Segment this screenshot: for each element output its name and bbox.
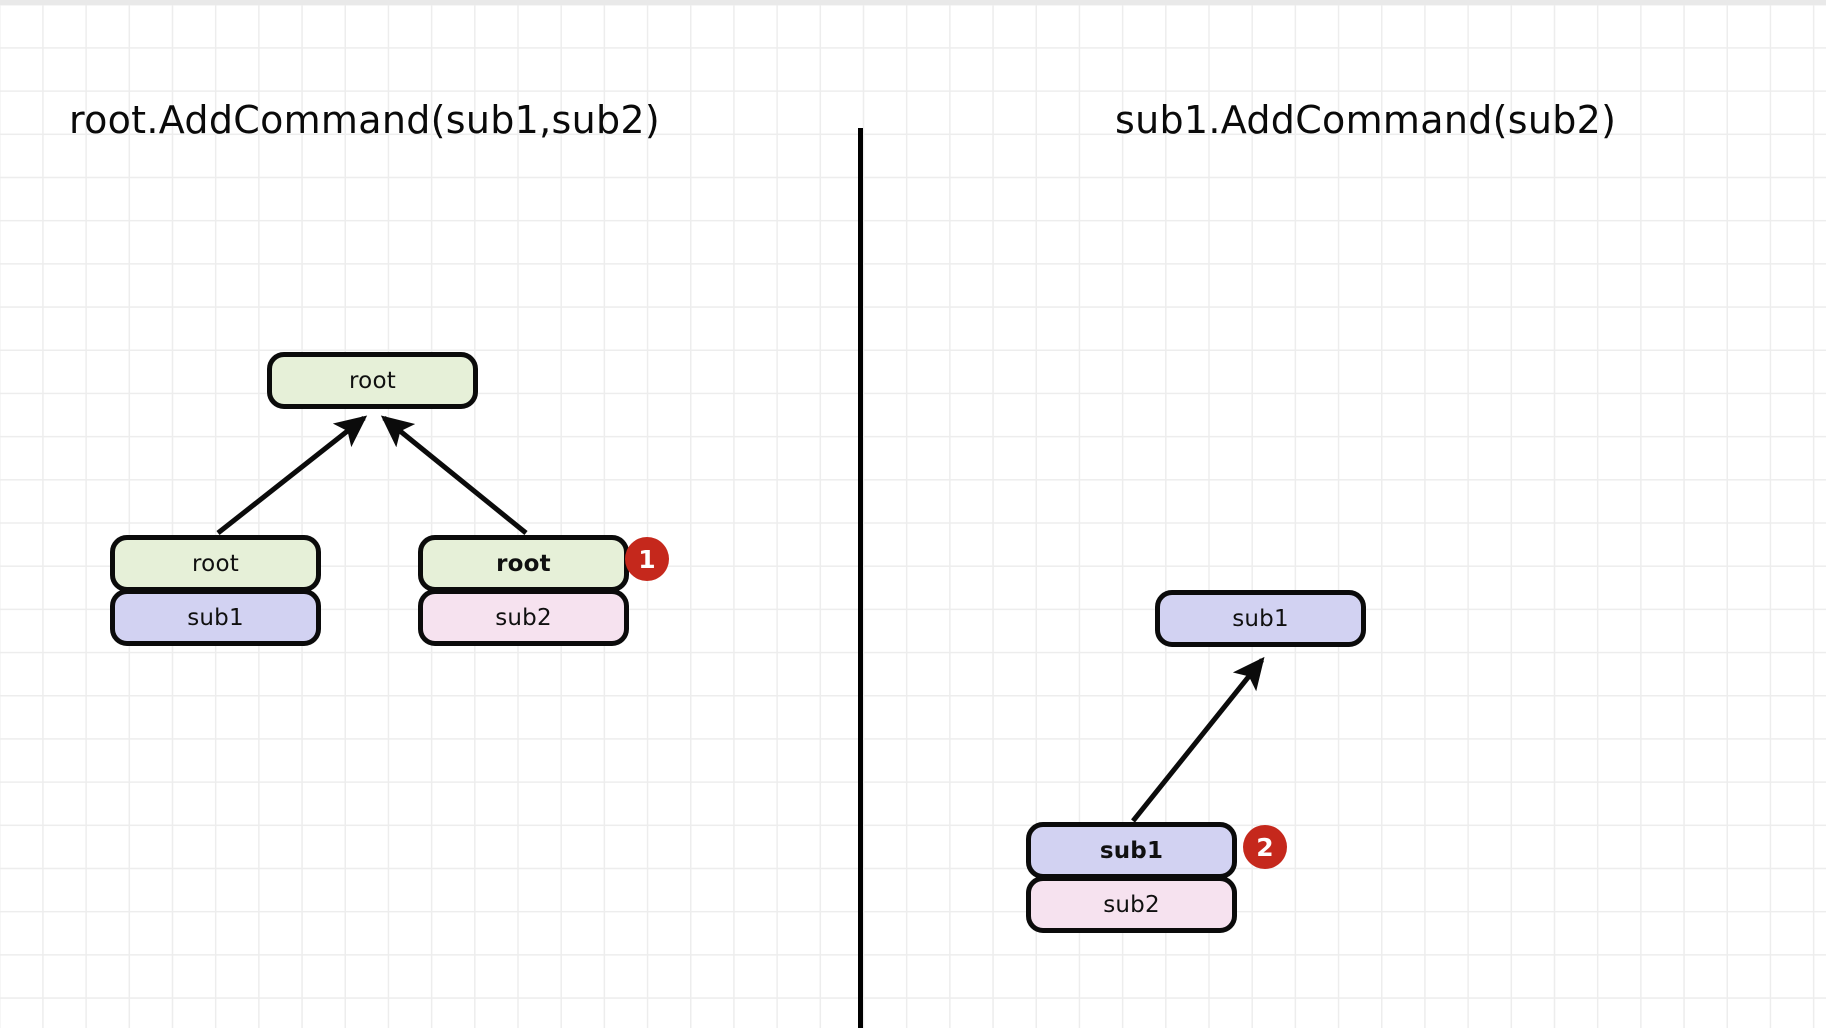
top-strip (0, 0, 1826, 5)
badge-step-1[interactable]: 1 (625, 537, 669, 581)
left-child-right-top[interactable]: root (418, 535, 629, 592)
right-sub1-node[interactable]: sub1 (1155, 590, 1366, 647)
panel-divider (858, 128, 863, 1028)
left-child-left-top[interactable]: root (110, 535, 321, 592)
edge-sub2-to-sub1 (1131, 656, 1265, 823)
left-child-right-bottom[interactable]: sub2 (418, 589, 629, 646)
left-child-left-bottom[interactable]: sub1 (110, 589, 321, 646)
left-child-right-stack: root sub2 (418, 535, 629, 648)
left-root-node[interactable]: root (267, 352, 478, 409)
right-panel-title: sub1.AddCommand(sub2) (1115, 98, 1617, 142)
edge-left-child-to-root (216, 415, 368, 535)
right-child-bottom[interactable]: sub2 (1026, 876, 1237, 933)
left-child-left-stack: root sub1 (110, 535, 321, 648)
badge-step-2[interactable]: 2 (1243, 825, 1287, 869)
right-child-top[interactable]: sub1 (1026, 822, 1237, 879)
edge-right-child-to-root (380, 415, 528, 535)
left-panel-title: root.AddCommand(sub1,sub2) (69, 98, 661, 142)
right-child-stack: sub1 sub2 (1026, 822, 1237, 935)
